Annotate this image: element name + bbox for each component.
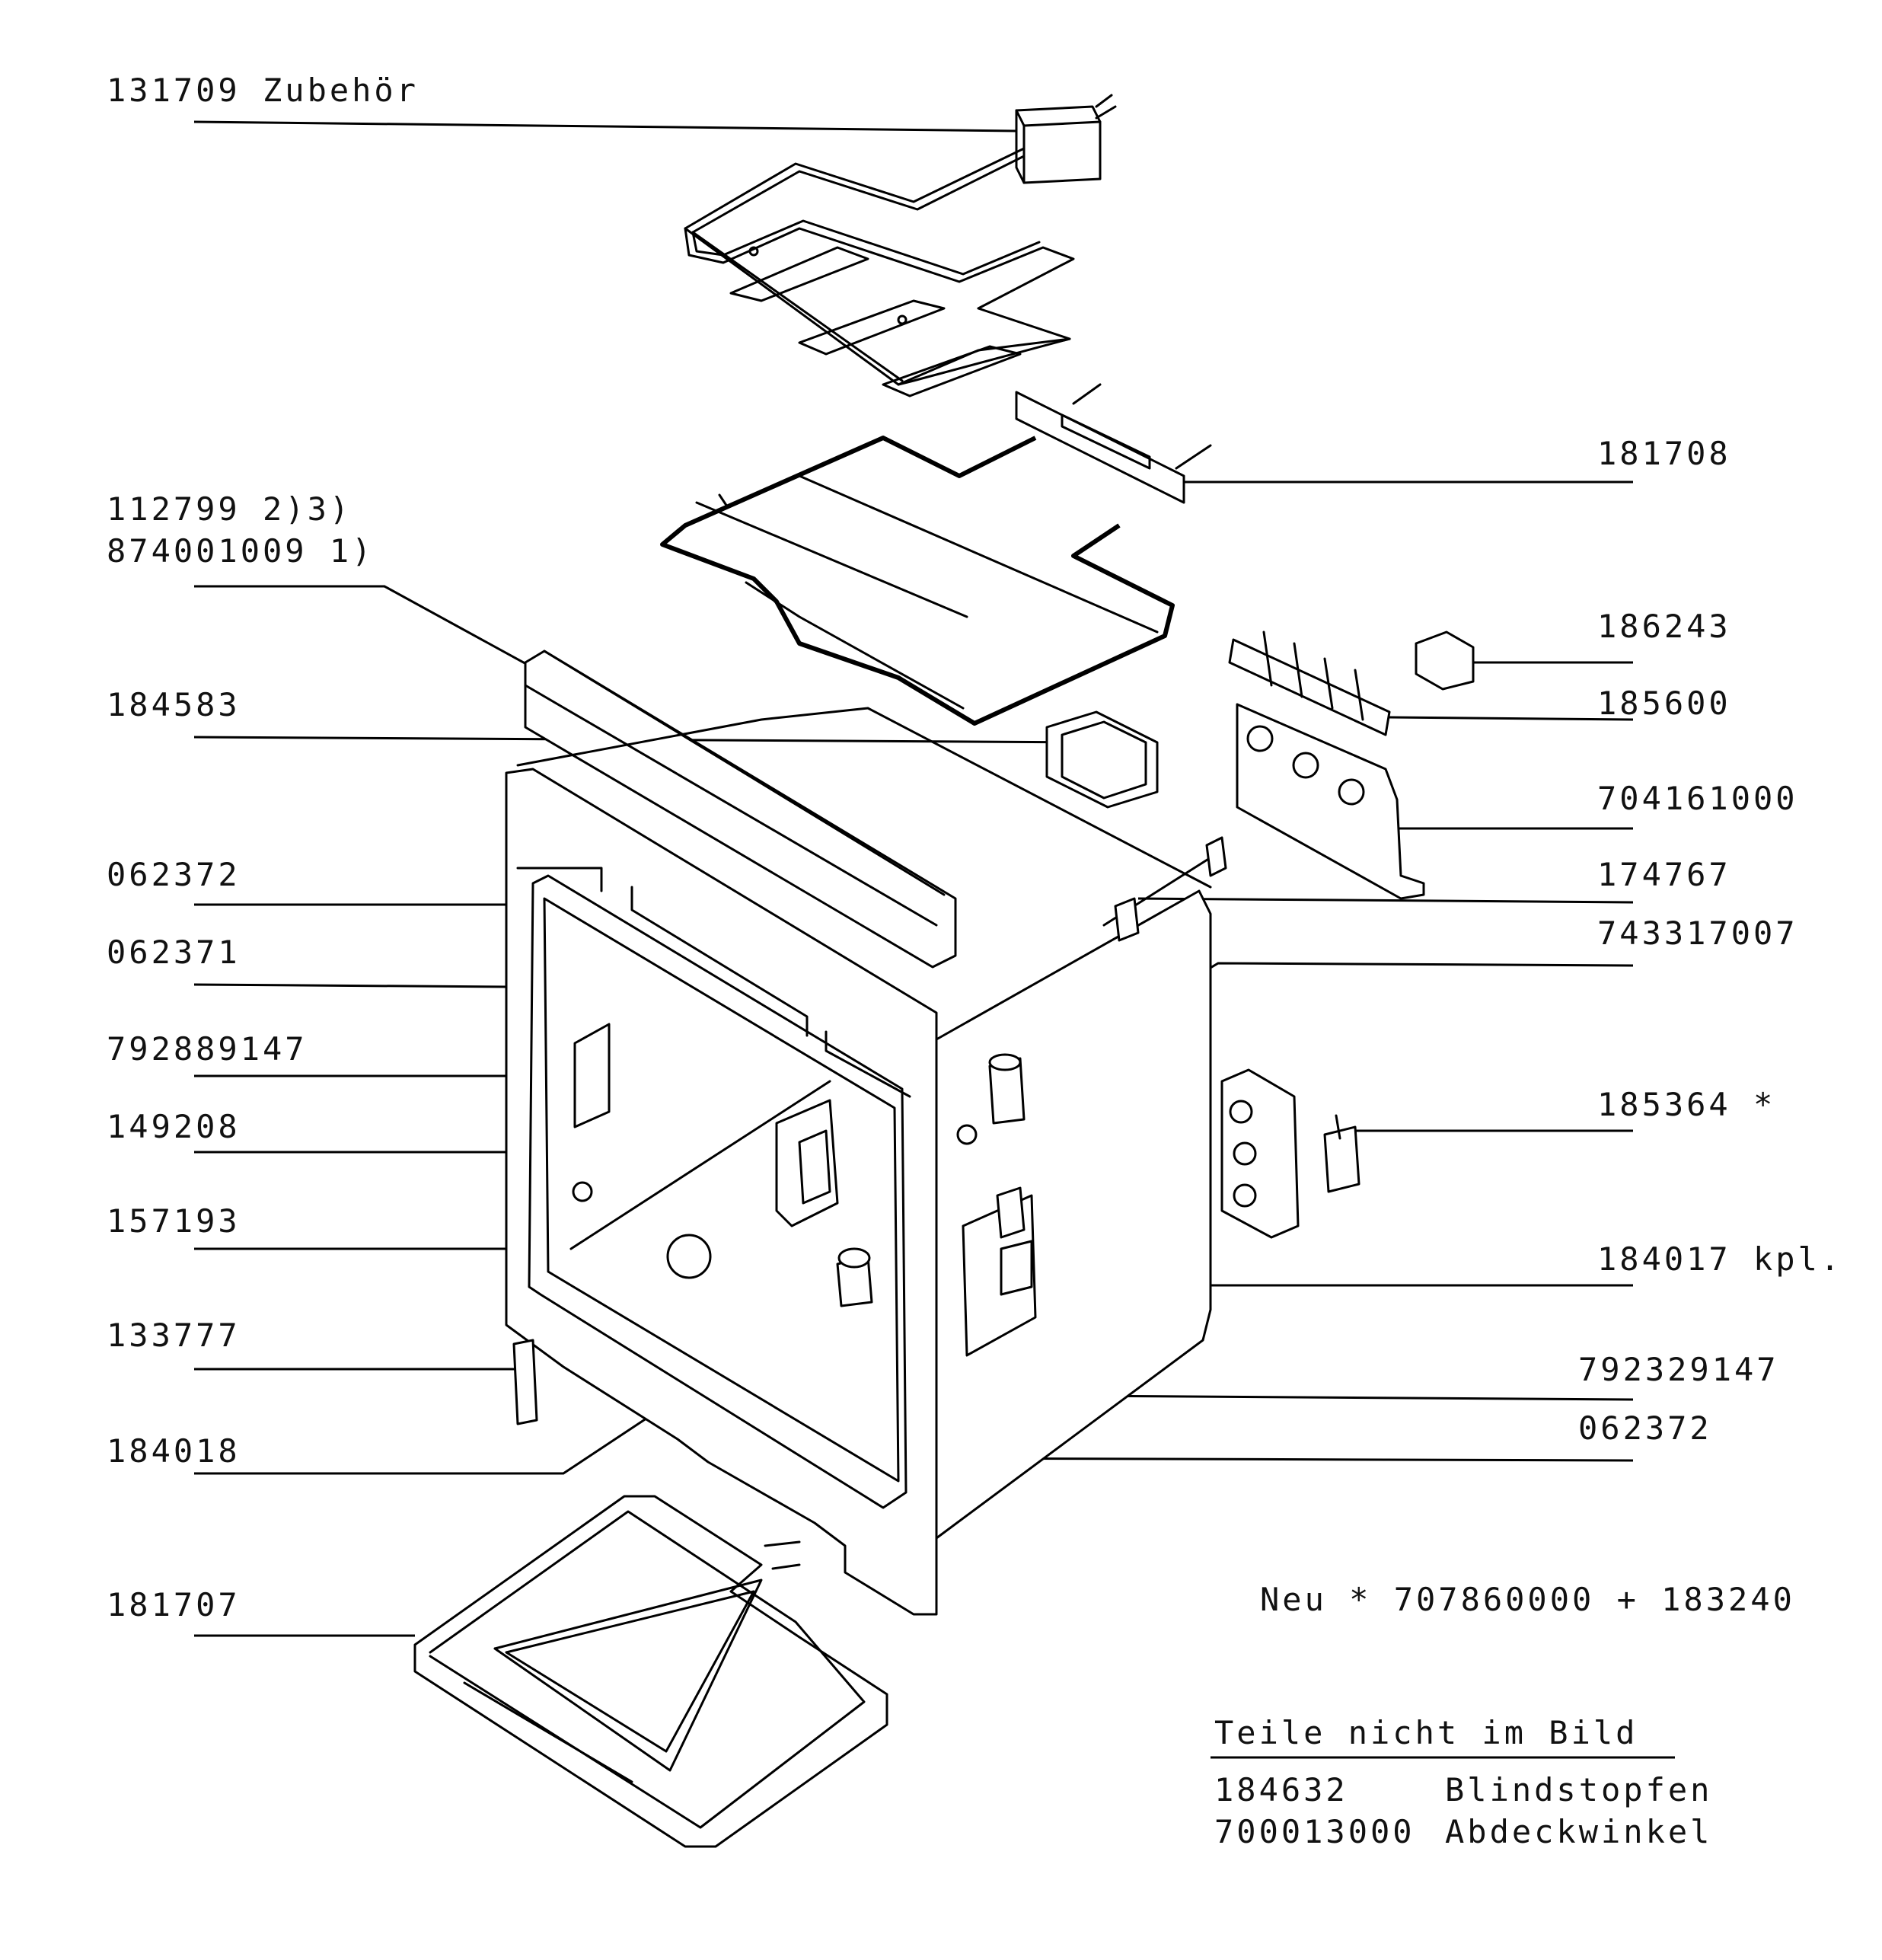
callout-label-743317007: 743317007: [1597, 915, 1798, 952]
not-in-picture-name-2: Abdeckwinkel: [1445, 1813, 1712, 1850]
callout-label-133777: 133777: [107, 1317, 241, 1354]
callout-label-174767: 174767: [1597, 856, 1731, 893]
mounting-plate: [1236, 703, 1425, 900]
small-switch: [1323, 1114, 1360, 1193]
callout-label-062372-left: 062372: [107, 856, 241, 893]
switch-assembly: [962, 1186, 1037, 1357]
thermostat-sensor: [1102, 836, 1227, 942]
not-in-picture-number-1: 184632: [1214, 1771, 1348, 1808]
callout-label-184018: 184018: [107, 1432, 241, 1470]
callout-label-186243: 186243: [1597, 608, 1731, 645]
side-plate: [1220, 1068, 1300, 1239]
callout-label-185364: 185364 *: [1597, 1086, 1775, 1123]
callout-label-184017: 184017 kpl.: [1597, 1240, 1842, 1278]
oven-cabinet: [505, 707, 1212, 1616]
callout-label-184583: 184583: [107, 686, 241, 723]
grill-heating-element: [684, 94, 1117, 397]
callout-label-112799: 112799 2)3): [107, 490, 352, 528]
not-in-picture-number-2: 700013000: [1214, 1813, 1415, 1850]
bake-heating-element: [660, 383, 1212, 726]
bottom-heating-element: [413, 1495, 888, 1848]
callout-label-181707: 181707: [107, 1586, 241, 1623]
top-trim-bar: [524, 650, 957, 969]
not-in-picture-name-1: Blindstopfen: [1445, 1771, 1712, 1808]
fan-cover: [1045, 710, 1159, 809]
callout-label-874001009: 874001009 1): [107, 532, 374, 570]
new-parts-note: Neu * 707860000 + 183240: [1260, 1581, 1795, 1618]
callout-label-185600: 185600: [1597, 685, 1731, 722]
callout-label-792329147: 792329147: [1578, 1351, 1779, 1388]
callout-label-157193: 157193: [107, 1202, 241, 1240]
callout-label-181708: 181708: [1597, 435, 1731, 472]
callout-label-704161000: 704161000: [1597, 780, 1798, 817]
lamp-socket: [775, 1099, 839, 1227]
callout-label-792889147: 792889147: [107, 1030, 308, 1068]
leader-lines: [193, 120, 1634, 1637]
retaining-clip: [512, 1339, 538, 1425]
terminal-block: [1228, 630, 1391, 736]
callout-label-062372-right: 062372: [1578, 1409, 1712, 1447]
not-in-picture-heading: Teile nicht im Bild: [1214, 1714, 1638, 1751]
callout-label-149208: 149208: [107, 1108, 241, 1145]
callout-label-131709: 131709 Zubehör: [107, 72, 419, 109]
small-connector: [1415, 630, 1475, 691]
light-bulb: [836, 1247, 873, 1307]
callout-label-062371: 062371: [107, 934, 241, 971]
